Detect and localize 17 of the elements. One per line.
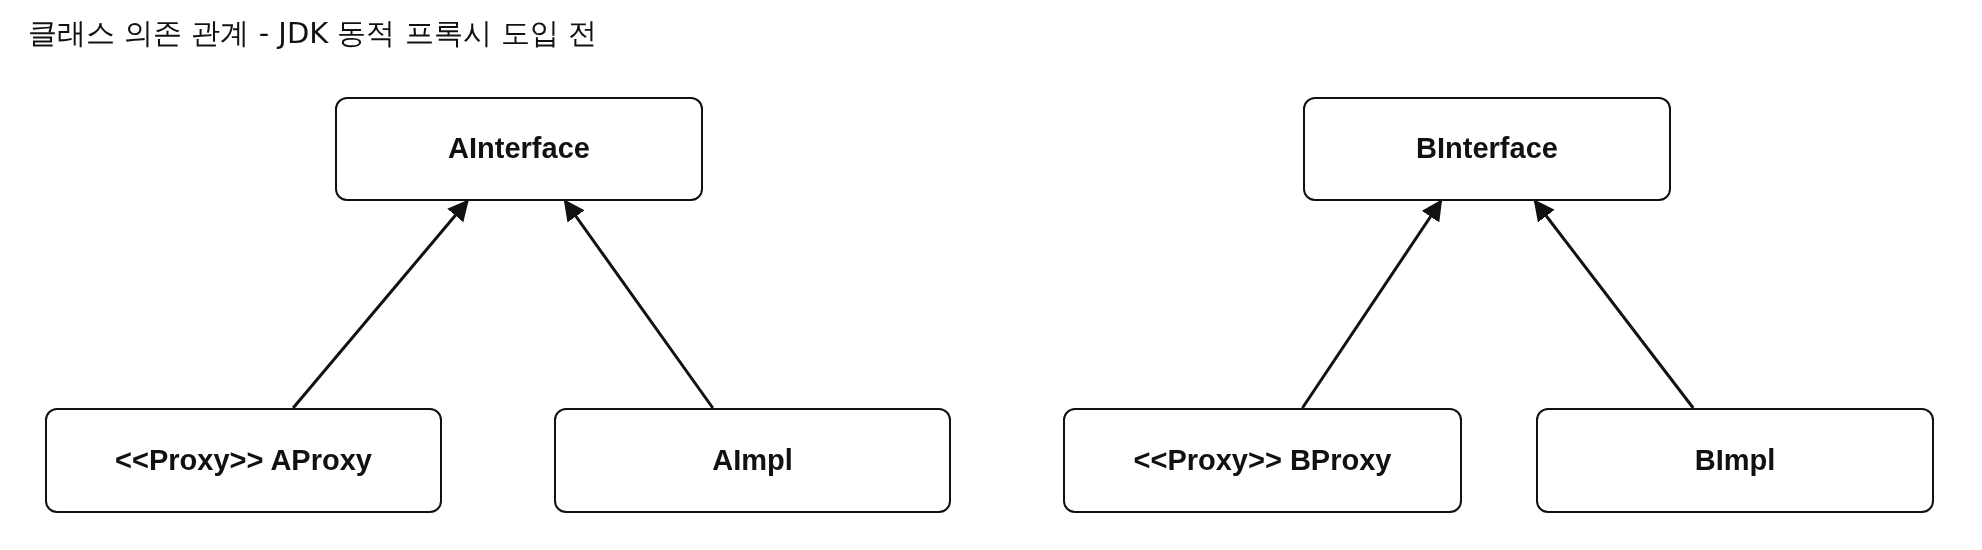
class-box — [335, 97, 703, 201]
class-name: <<Proxy>> AProxy — [115, 442, 372, 478]
class-name: AInterface — [448, 131, 590, 167]
arrow — [563, 199, 715, 409]
arrow — [292, 199, 469, 409]
class-name: BImpl — [1694, 442, 1776, 478]
class-box — [45, 408, 442, 513]
class-box — [554, 408, 951, 513]
arrow — [1301, 199, 1443, 409]
arrow — [1533, 199, 1695, 409]
class-name: BInterface — [1416, 131, 1558, 167]
class-box — [1303, 97, 1671, 201]
class-box — [1063, 408, 1462, 513]
class-box — [1536, 408, 1934, 513]
class-name: <<Proxy>> BProxy — [1133, 442, 1392, 478]
diagram-title: 클래스 의존 관계 - JDK 동적 프록시 도입 전 — [28, 15, 598, 52]
class-name: AImpl — [712, 442, 793, 478]
